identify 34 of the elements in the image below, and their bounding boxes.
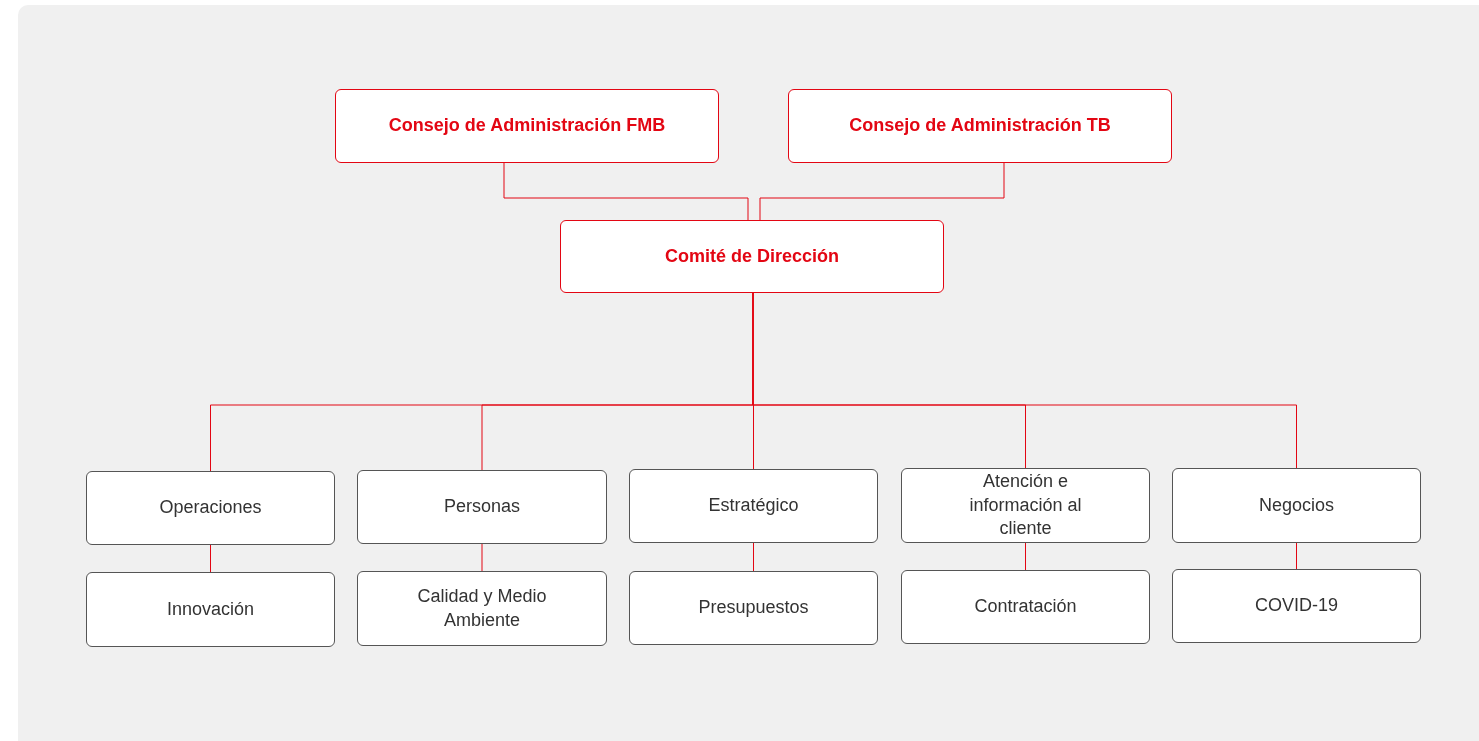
box-label: Atención e información al cliente xyxy=(968,470,1083,541)
connector-line xyxy=(759,162,1005,221)
connector-line xyxy=(503,162,749,221)
department-box xyxy=(629,571,878,645)
box-label: Comité de Dirección xyxy=(664,244,839,268)
board-box xyxy=(560,220,944,293)
connector-line xyxy=(210,544,211,573)
connector-line xyxy=(1025,542,1026,571)
box-label: Personas xyxy=(443,495,520,519)
box-label: Consejo de Administración FMB xyxy=(388,114,666,138)
department-box xyxy=(357,470,607,544)
department-box xyxy=(357,571,607,646)
department-box xyxy=(629,469,878,543)
box-label: Estratégico xyxy=(708,494,799,518)
box-label: Calidad y Medio Ambiente xyxy=(416,585,548,632)
box-label: Contratación xyxy=(974,595,1077,619)
connector-line xyxy=(752,292,1297,469)
connector-line xyxy=(1296,542,1297,570)
connector-line xyxy=(753,542,754,572)
department-box xyxy=(901,468,1150,543)
board-box xyxy=(788,89,1172,163)
box-label: Presupuestos xyxy=(698,596,809,620)
box-label: Innovación xyxy=(166,597,255,621)
box-label: COVID-19 xyxy=(1255,594,1338,618)
box-label: Operaciones xyxy=(159,496,262,520)
department-box xyxy=(1172,569,1421,643)
department-box xyxy=(86,471,335,545)
department-box xyxy=(86,572,335,647)
department-box xyxy=(1172,468,1421,543)
board-box xyxy=(335,89,719,163)
department-box xyxy=(901,570,1150,644)
box-label: Negocios xyxy=(1258,493,1334,517)
box-label: Consejo de Administración TB xyxy=(849,114,1111,138)
connector-line xyxy=(481,543,483,572)
